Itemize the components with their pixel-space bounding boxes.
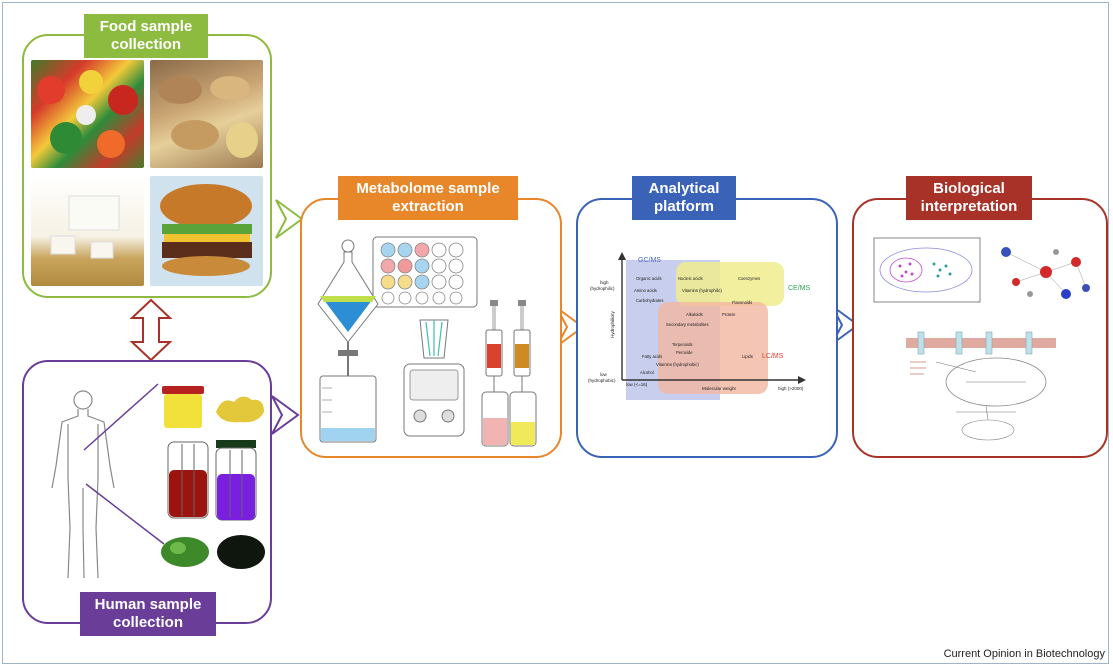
bread-photo — [150, 60, 263, 168]
chevron-right-icon — [275, 199, 304, 239]
tissue-sample-icon — [161, 537, 209, 567]
human-body-outline — [51, 390, 115, 579]
compound-label: Protein — [722, 312, 736, 317]
lcms-label: LC/MS — [762, 353, 784, 360]
homogenizer-icon — [403, 319, 465, 437]
pca-score-plot — [873, 237, 981, 303]
compound-label: Nucleic acids — [678, 276, 703, 281]
compound-label: Terpenoids — [672, 342, 693, 347]
compound-label: Lipids — [742, 354, 753, 359]
stool-sample-icon — [216, 396, 264, 423]
compound-label: Carbohydrates — [636, 298, 663, 303]
journal-credit: Current Opinion in Biotechnology — [943, 648, 1105, 660]
compound-label: Coenzymes — [738, 276, 760, 281]
analytical-platform-diagram: high (hydrophilic) low (hydrophobic) Hyd… — [588, 252, 811, 400]
blood-tube-icon — [167, 441, 209, 519]
plasma-tube-icon — [215, 440, 257, 521]
cems-label: CE/MS — [788, 285, 811, 292]
x-axis-label: Molecular weight — [702, 386, 737, 391]
y-axis-low-sub: (hydrophobic) — [588, 378, 616, 383]
y-axis-label: Hydrophilicity — [610, 310, 615, 338]
compound-label: Peroxide — [676, 350, 693, 355]
human-sample-label: Human sample collection — [80, 592, 216, 636]
well-plate-icon — [372, 236, 478, 308]
burger-photo — [150, 176, 263, 286]
separatory-funnel-icon — [317, 239, 379, 443]
y-axis-high-label: high — [600, 280, 609, 285]
tofu-photo — [31, 176, 144, 286]
compound-label: Secondary metabolites — [666, 322, 709, 327]
biological-interpretation-label: Biological interpretation — [906, 176, 1032, 220]
dark-tissue-sample-icon — [217, 535, 265, 569]
bidirectional-arrow-icon — [129, 298, 173, 362]
compound-label: Flavonoids — [732, 300, 752, 305]
compound-label: Alkaloids — [686, 312, 703, 317]
chevron-right-icon — [271, 395, 300, 435]
compound-label: Vitamins (hydrophilic) — [682, 288, 723, 293]
sample-pointer-lines — [83, 383, 165, 545]
metabolic-pathway-map — [906, 331, 1056, 441]
y-axis-high-sub: (hydrophilic) — [590, 286, 615, 291]
compound-label: Alcohol — [640, 370, 654, 375]
x-axis-high-label: high (>2000) — [778, 386, 804, 391]
compound-label: Fatty acids — [642, 354, 662, 359]
compound-label: Amino acids — [634, 288, 657, 293]
x-axis-low-label: low (<=16) — [626, 382, 648, 387]
syringes-icon — [481, 300, 537, 447]
analytical-platform-label: Analytical platform — [632, 176, 736, 220]
food-sample-label: Food sample collection — [84, 14, 208, 58]
vegetables-photo — [31, 60, 144, 168]
urine-sample-jar — [162, 386, 204, 428]
network-graph — [1001, 247, 1090, 299]
compound-label: Vitamins (hydrophobic) — [656, 362, 699, 367]
gcms-label: GC/MS — [638, 257, 661, 264]
y-axis-low-label: low — [600, 372, 608, 377]
extraction-label: Metabolome sample extraction — [338, 176, 518, 220]
compound-label: Organic acids — [636, 276, 662, 281]
